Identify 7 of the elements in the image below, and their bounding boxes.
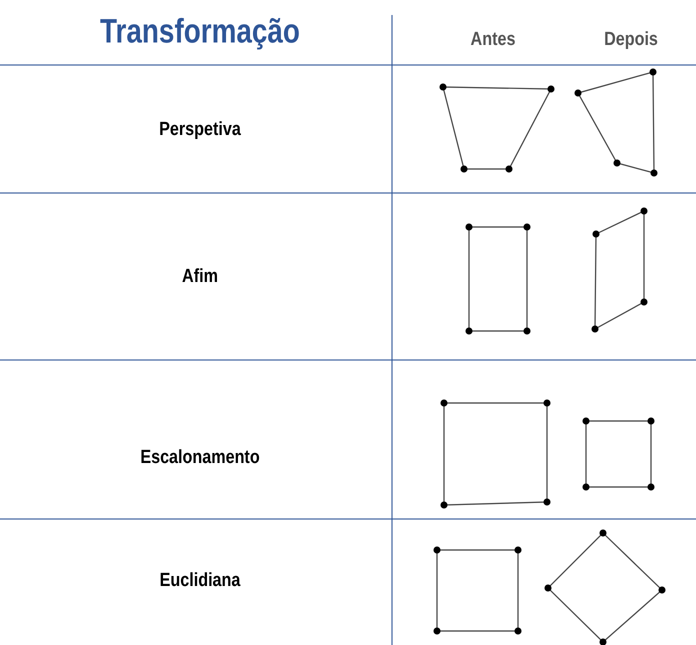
column-header: Depois — [604, 29, 658, 51]
row-label: Euclidiana — [160, 570, 240, 592]
row-label: Escalonamento — [140, 447, 260, 469]
column-header: Antes — [470, 29, 516, 51]
row-label: Perspetiva — [159, 119, 241, 141]
row-label: Afim — [182, 266, 218, 288]
column-header: Transformação — [100, 12, 300, 52]
